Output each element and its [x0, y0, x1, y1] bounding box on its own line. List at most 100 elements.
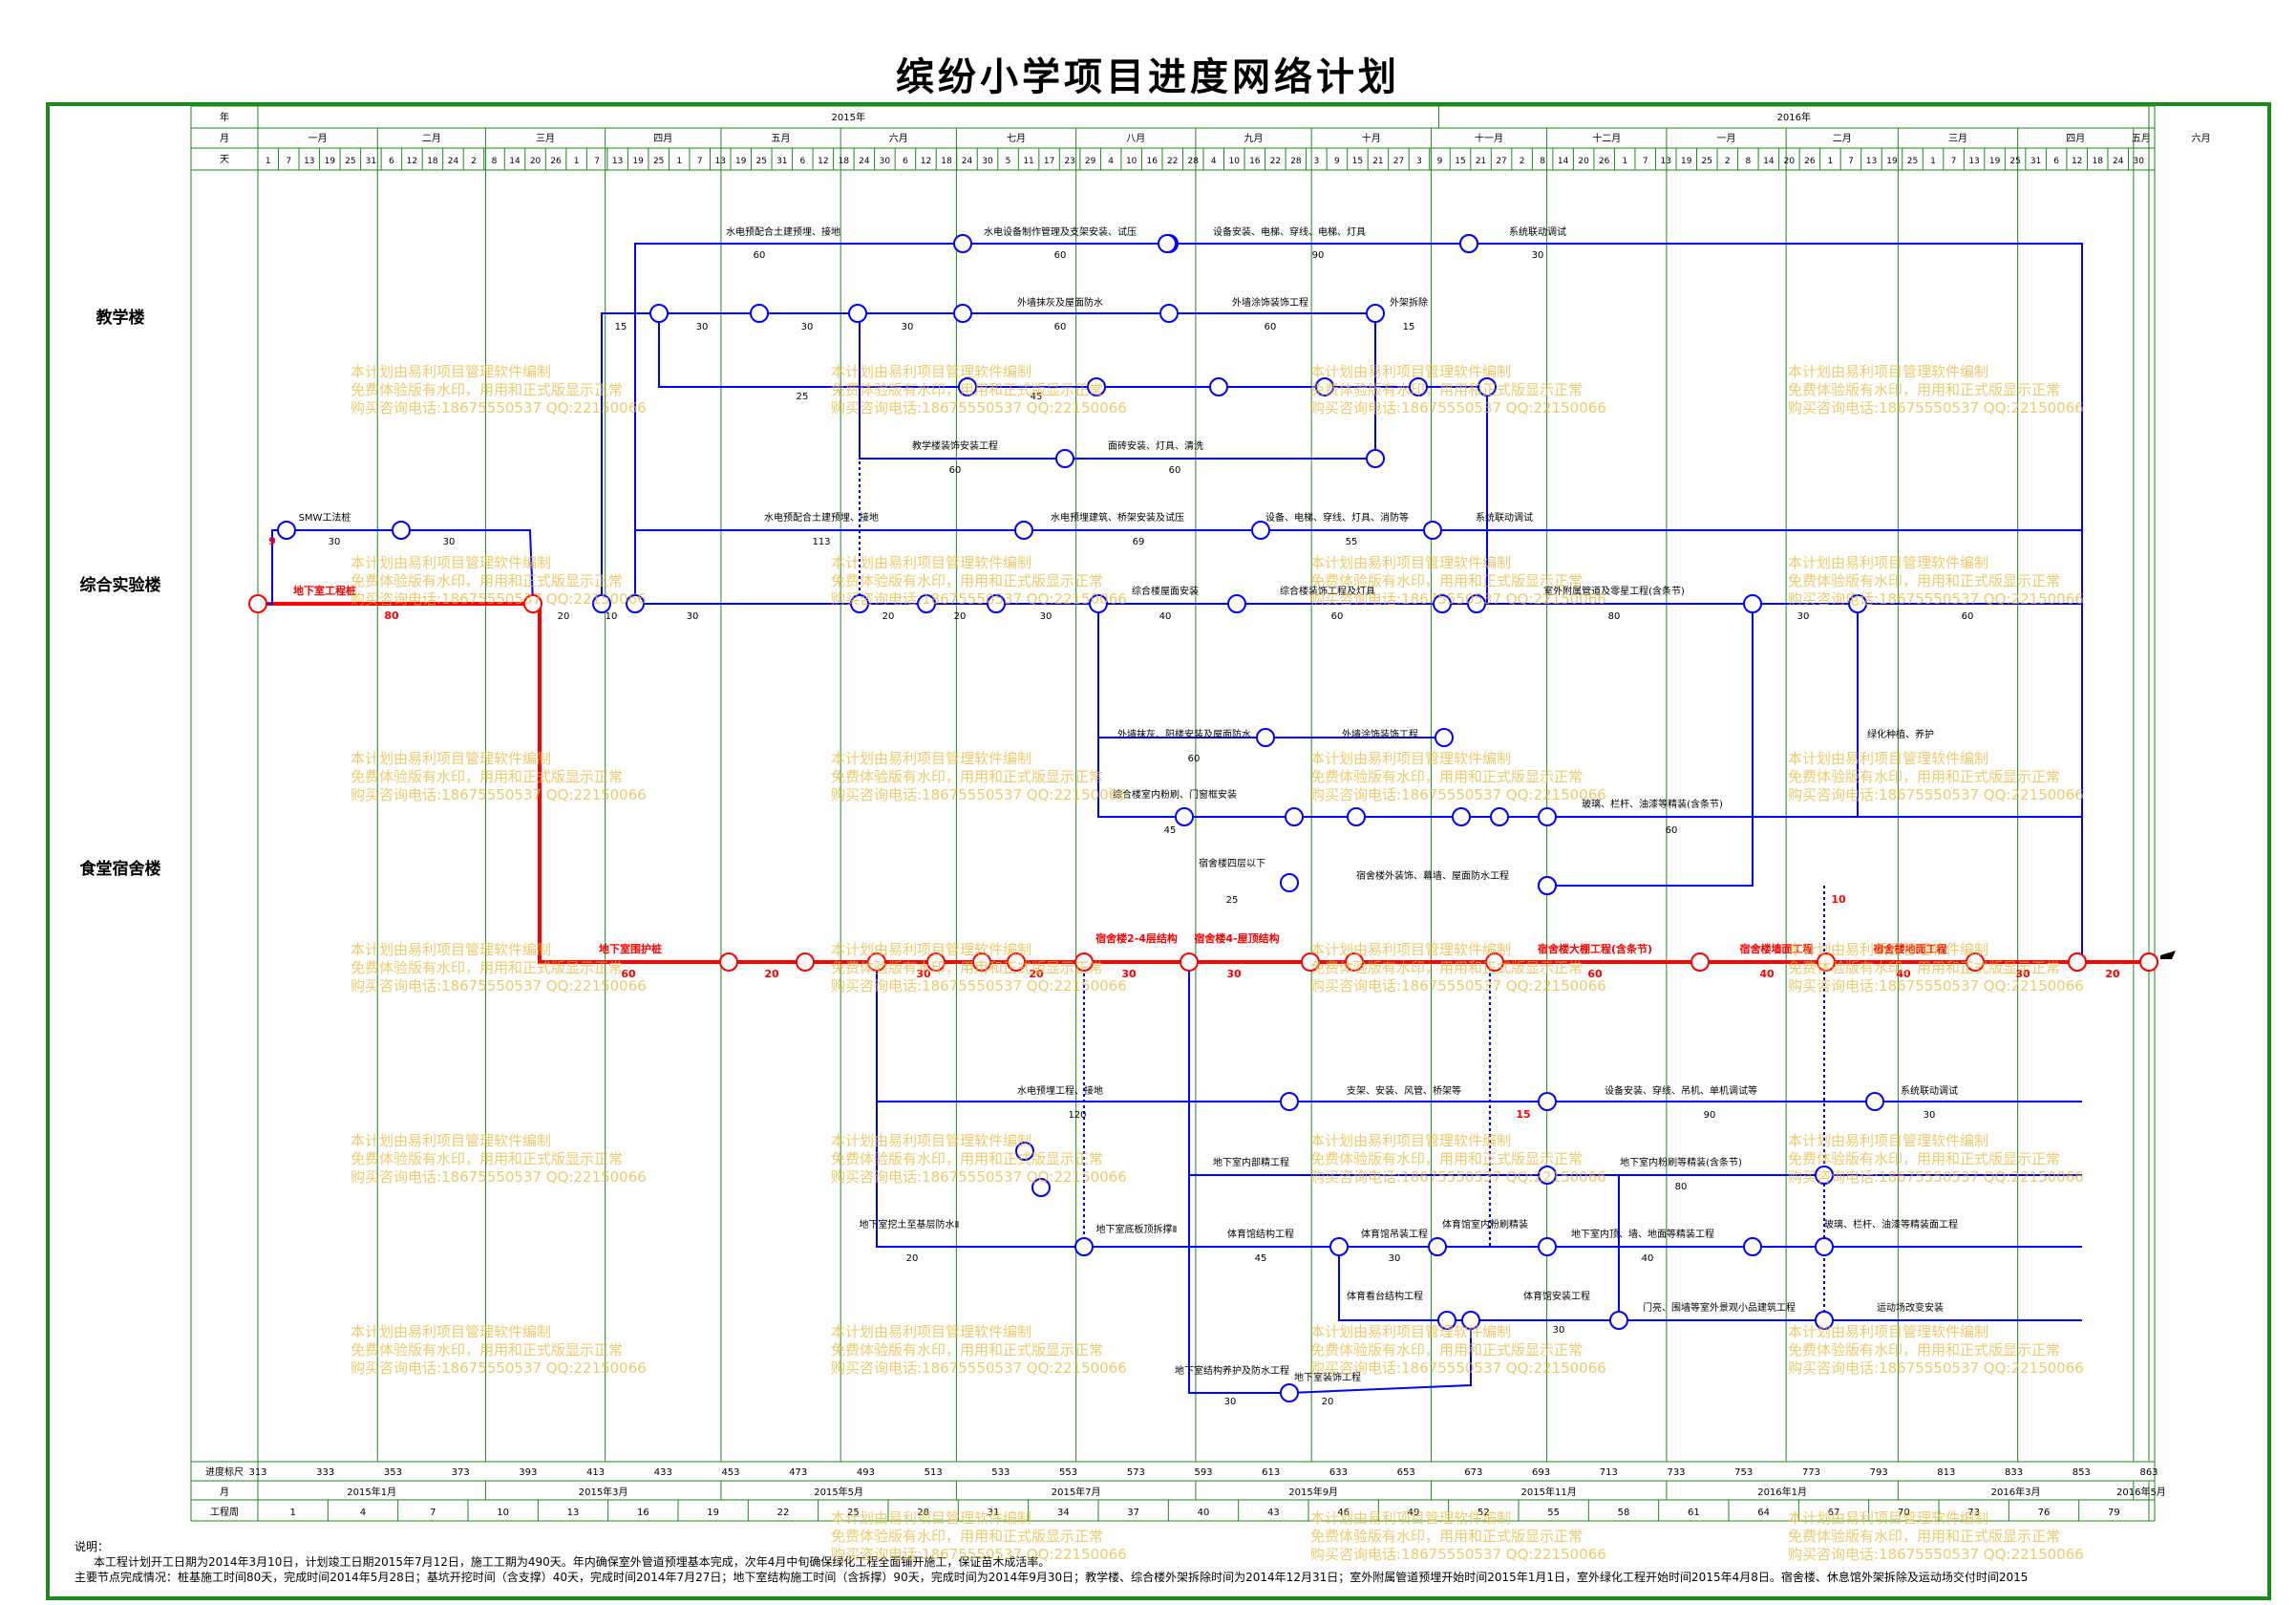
critical-label: 9: [268, 535, 276, 547]
network-node: [1966, 952, 1985, 972]
activity-label: 地下室内顶、墙、地面等精装工程: [1571, 1228, 1714, 1240]
network-node: [1074, 1237, 1094, 1256]
network-node: [2068, 952, 2087, 972]
month-cell: 二月: [422, 133, 441, 144]
activity-label: 30: [329, 537, 341, 547]
day-cell: 6: [389, 157, 394, 166]
network-node: [1538, 1166, 1557, 1185]
network-node: [1452, 807, 1471, 826]
network-node: [523, 594, 542, 613]
network-node: [1175, 807, 1194, 826]
progress-value: 593: [1194, 1467, 1212, 1478]
network-node: [1743, 594, 1762, 613]
network-node: [1209, 377, 1228, 396]
day-cell: 8: [492, 157, 498, 166]
activity-label: 20: [1322, 1397, 1334, 1407]
day-cell: 13: [612, 157, 623, 166]
footer-month-cell: 2016年1月: [1757, 1486, 1807, 1498]
progress-value: 373: [452, 1467, 470, 1478]
progress-value: 713: [1600, 1467, 1618, 1478]
day-cell: 6: [903, 157, 908, 166]
day-cell: 3: [1314, 157, 1320, 166]
network-node: [1817, 952, 1836, 972]
day-cell: 1: [1622, 157, 1627, 166]
network-node: [867, 952, 886, 972]
activity-label: 60: [1265, 322, 1277, 332]
day-cell: 27: [1393, 157, 1404, 166]
network-node: [719, 952, 738, 972]
activity-label: 玻璃、栏杆、油漆等精装(含条节): [1582, 798, 1723, 810]
month-cell: 七月: [1007, 133, 1026, 144]
month-cell: 二月: [1833, 133, 1852, 144]
network-node: [1256, 728, 1275, 747]
network-node: [1815, 1237, 1834, 1256]
activity-label: 20: [906, 1253, 919, 1264]
day-cell: 2: [471, 157, 477, 166]
footer-month-cell: 2015年1月: [347, 1486, 396, 1498]
row-label-dormitory-building: 食堂宿舍楼: [79, 860, 161, 879]
day-cell: 30: [2134, 157, 2145, 166]
day-cell: 20: [530, 157, 542, 166]
activity-arrow: [258, 529, 534, 605]
week-cell: 7: [430, 1508, 436, 1518]
row-label-teaching-building: 教学楼: [96, 309, 145, 328]
day-cell: 14: [509, 157, 521, 166]
activity-label: 80: [1675, 1182, 1688, 1192]
month-cell: 十月: [1362, 132, 1381, 144]
week-cell: 10: [497, 1508, 509, 1518]
day-cell: 9: [1334, 157, 1340, 166]
critical-label: 宿舍楼4-屋顶结构: [1194, 931, 1279, 945]
network-node: [1366, 449, 1385, 468]
network-node: [1459, 234, 1478, 253]
critical-label: 地下室工程桩: [293, 584, 356, 597]
month-cell: 六月: [889, 133, 908, 144]
activity-label: 30: [1389, 1253, 1401, 1264]
day-cell: 25: [1907, 157, 1918, 166]
network-node: [926, 952, 946, 972]
month-cell: 八月: [1126, 133, 1145, 144]
day-cell: 26: [550, 157, 562, 166]
day-cell: 30: [982, 157, 993, 166]
activity-arrow: [1547, 604, 1754, 887]
network-node: [1074, 952, 1094, 972]
network-node: [848, 304, 867, 323]
network-node: [1467, 594, 1486, 613]
month-cell: 六月: [2192, 133, 2211, 144]
activity-label: 综合楼装饰工程及灯具: [1280, 585, 1375, 597]
activity-label: 地下室内粉刷等精装(含条节): [1620, 1156, 1742, 1168]
critical-label: 地下室围护桩: [599, 942, 662, 955]
progress-value: 673: [1464, 1467, 1482, 1478]
activity-label: 20: [882, 611, 895, 622]
day-cell: 26: [1804, 157, 1816, 166]
activity-label: 设备安装、电梯、穿线、电梯、灯具: [1213, 225, 1366, 238]
network-node: [1538, 876, 1557, 895]
critical-label: 10: [1831, 893, 1846, 906]
network-node: [2139, 952, 2158, 972]
activity-label: 面砖安装、灯具、清洗: [1108, 439, 1203, 452]
activity-label: 45: [1164, 825, 1177, 836]
activity-label: 地下室底板顶拆撑Ⅱ: [1096, 1223, 1178, 1235]
network-node: [1478, 377, 1497, 396]
day-cell: 10: [1126, 157, 1137, 166]
day-cell: 20: [1784, 157, 1796, 166]
day-cell: 15: [1352, 157, 1363, 166]
day-cell: 19: [1886, 157, 1898, 166]
row-label-lab-building: 综合实验楼: [79, 576, 161, 595]
network-node: [1285, 807, 1304, 826]
network-node: [796, 952, 815, 972]
network-node: [1433, 594, 1452, 613]
day-cell: 19: [325, 157, 336, 166]
day-cell: 23: [1064, 157, 1074, 166]
activity-label: 综合楼室内粉刷、门窗框安装: [1113, 788, 1237, 801]
progress-value: 613: [1262, 1467, 1280, 1478]
day-cell: 24: [859, 157, 870, 166]
activity-label: 体育馆室内粉刷精装: [1442, 1218, 1528, 1230]
day-cell: 22: [1270, 157, 1281, 166]
activity-label: 地下室装饰工程: [1294, 1371, 1361, 1383]
year-cell: 2015年: [832, 111, 865, 123]
critical-label: 40: [1759, 968, 1775, 980]
day-cell: 16: [1249, 157, 1261, 166]
month-cell: 四月: [2066, 133, 2085, 144]
week-cell: 43: [1267, 1508, 1280, 1518]
week-cell: 46: [1337, 1508, 1350, 1518]
